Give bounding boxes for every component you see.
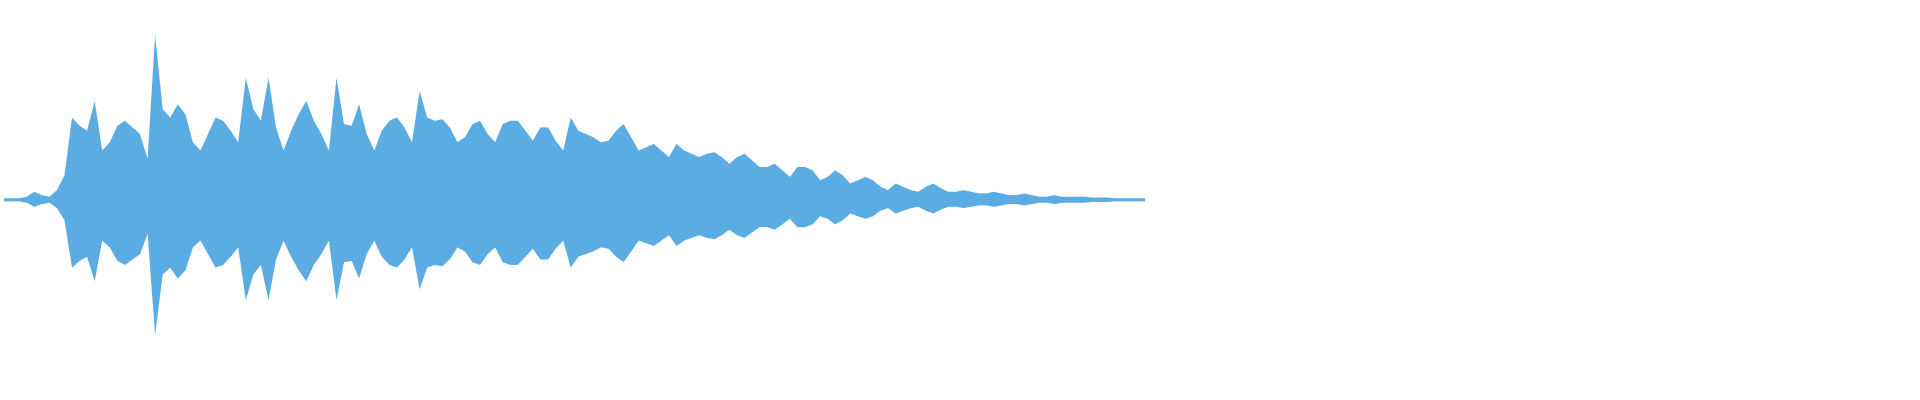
waveform-shape <box>4 35 1145 336</box>
